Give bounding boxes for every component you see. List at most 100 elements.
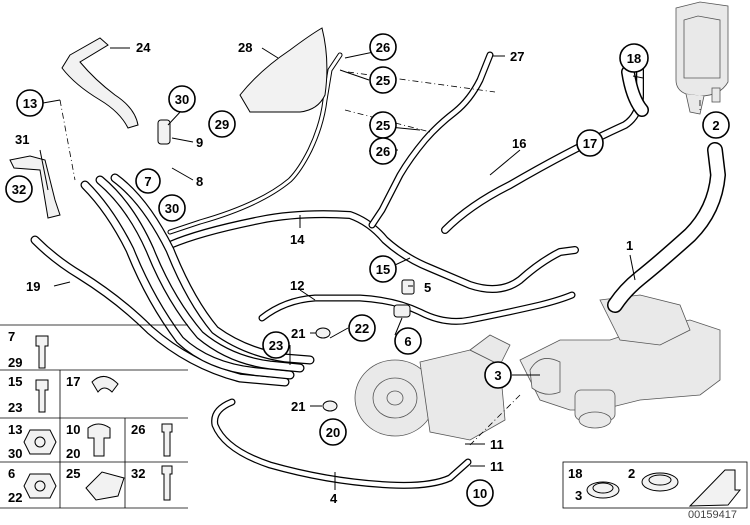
callout-32: 32 [5, 175, 33, 203]
svg-text:9: 9 [196, 135, 203, 150]
callout-12: 12 [290, 278, 304, 293]
svg-text:11: 11 [490, 437, 504, 452]
guide-line [59, 99, 76, 181]
svg-text:26: 26 [131, 422, 145, 437]
svg-text:18: 18 [568, 466, 582, 481]
svg-text:26: 26 [376, 40, 390, 55]
svg-text:6: 6 [404, 334, 411, 349]
svg-text:21: 21 [291, 326, 305, 341]
hose-12 [258, 291, 576, 325]
power-steering-pump-part [354, 334, 511, 441]
svg-text:13: 13 [8, 422, 22, 437]
svg-text:18: 18 [627, 51, 641, 66]
clip-icon [91, 376, 119, 393]
svg-text:14: 14 [290, 232, 305, 247]
callout-6: 6 [394, 327, 422, 355]
svg-text:25: 25 [66, 466, 80, 481]
bolt-icon [35, 335, 49, 369]
callout-14: 14 [290, 232, 305, 247]
callout-1: 1 [626, 238, 633, 253]
svg-text:3: 3 [494, 368, 501, 383]
connector-6 [393, 304, 411, 318]
svg-text:7: 7 [144, 174, 151, 189]
callout-11-bottom: 11 [490, 459, 504, 474]
screw-icon [161, 423, 173, 457]
svg-text:15: 15 [376, 262, 390, 277]
callout-26-mid: 26 [369, 137, 397, 165]
svg-text:1: 1 [626, 238, 633, 253]
steering-rack-part [519, 294, 721, 429]
hose-clamp-icon [641, 472, 679, 492]
svg-text:28: 28 [238, 40, 252, 55]
callout-10: 10 [466, 479, 494, 507]
callout-8: 8 [196, 174, 203, 189]
callout-31: 31 [15, 132, 29, 147]
svg-text:24: 24 [136, 40, 151, 55]
pipe-25-upper [167, 52, 343, 235]
svg-text:26: 26 [376, 144, 390, 159]
svg-text:12: 12 [290, 278, 304, 293]
svg-text:21: 21 [291, 399, 305, 414]
svg-text:23: 23 [8, 400, 22, 415]
svg-text:23: 23 [269, 338, 283, 353]
svg-text:10: 10 [66, 422, 80, 437]
callout-25-mid: 25 [369, 111, 397, 139]
callout-22: 22 [348, 314, 376, 342]
callout-18: 18 [619, 43, 649, 73]
svg-text:22: 22 [8, 490, 22, 505]
callout-27: 27 [510, 49, 524, 64]
callout-21-top: 21 [291, 326, 305, 341]
bolt-icon [35, 379, 49, 413]
callout-23: 23 [262, 331, 290, 359]
callout-20: 20 [319, 418, 347, 446]
svg-text:29: 29 [215, 117, 229, 132]
callout-30-top: 30 [168, 85, 196, 113]
hardware-legend-grid: 7 29 15 23 17 13 30 10 20 26 6 22 25 32 [0, 324, 188, 509]
svg-text:5: 5 [424, 280, 431, 295]
callout-3: 3 [484, 361, 512, 389]
callout-19: 19 [26, 279, 40, 294]
callout-5: 5 [424, 280, 431, 295]
plug-icon [87, 423, 111, 457]
connector-5 [401, 279, 415, 295]
bracket-31-part [9, 155, 61, 219]
callout-17: 17 [576, 129, 604, 157]
callout-11-top: 11 [490, 437, 504, 452]
reservoir-part [675, 1, 729, 115]
svg-text:10: 10 [473, 486, 487, 501]
callout-25-top: 25 [369, 66, 397, 94]
callout-4: 4 [330, 491, 338, 506]
valve-9 [157, 119, 171, 145]
hose-clamp-icon [586, 481, 620, 499]
callout-15: 15 [369, 255, 397, 283]
callout-9: 9 [196, 135, 203, 150]
svg-text:13: 13 [23, 96, 37, 111]
hose-19 [30, 173, 315, 387]
svg-text:16: 16 [512, 136, 526, 151]
callout-7: 7 [135, 168, 161, 194]
callout-29: 29 [208, 110, 236, 138]
hose-25-26 [368, 51, 494, 229]
callout-21-bottom: 21 [291, 399, 305, 414]
svg-text:2: 2 [712, 118, 719, 133]
callout-26-top: 26 [369, 33, 397, 61]
bracket-24-part [61, 37, 139, 129]
svg-text:17: 17 [583, 136, 597, 151]
svg-text:20: 20 [326, 425, 340, 440]
svg-text:4: 4 [330, 491, 338, 506]
guide-line [347, 71, 496, 93]
svg-text:31: 31 [15, 132, 29, 147]
callout-28: 28 [238, 40, 252, 55]
callout-2: 2 [702, 111, 730, 139]
svg-text:30: 30 [175, 92, 189, 107]
svg-text:22: 22 [355, 321, 369, 336]
svg-text:6: 6 [8, 466, 15, 481]
callout-16: 16 [512, 136, 526, 151]
callout-13: 13 [16, 89, 44, 117]
svg-text:30: 30 [8, 446, 22, 461]
svg-text:32: 32 [131, 466, 145, 481]
svg-text:30: 30 [165, 201, 179, 216]
hose-1 [607, 142, 726, 313]
clamp-icon [85, 471, 125, 501]
hose-18 [621, 65, 649, 117]
